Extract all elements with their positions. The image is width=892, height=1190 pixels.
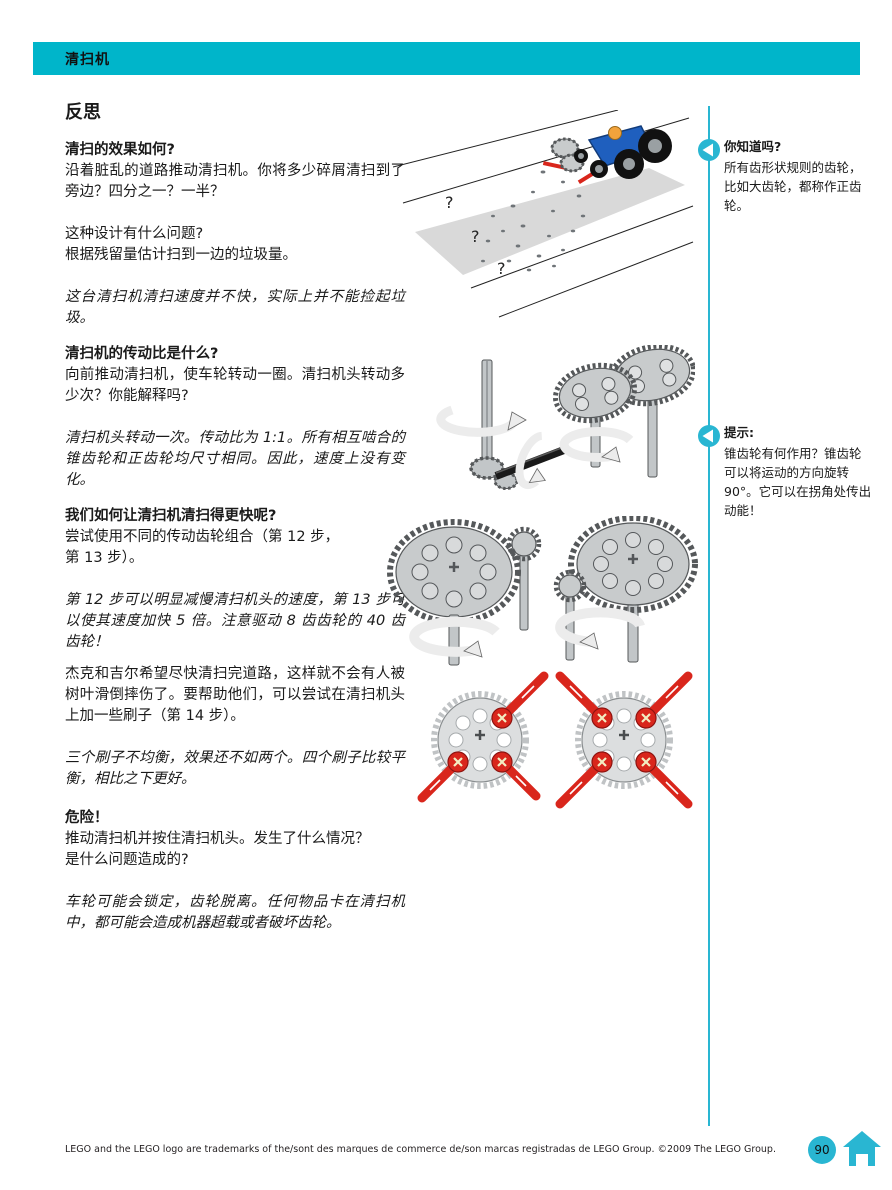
section-question: 杰克和吉尔希望尽快清扫完道路，这样就不会有人被树叶滑倒摔伤了。要帮助他们，可以尝… <box>65 666 405 724</box>
sweeper-vehicle <box>542 125 672 185</box>
home-icon[interactable] <box>842 1130 882 1168</box>
debris-dots <box>481 170 586 272</box>
legal-text: LEGO and the LEGO logo are trademarks of… <box>65 1144 776 1155</box>
question-mark: ? <box>497 259 506 278</box>
figure-four-brush-head <box>555 671 693 809</box>
section-question: 向前推动清扫机，使车轮转动一圈。清扫机头转动多少次？你能解释吗? <box>65 367 405 404</box>
figure-bevel-gears <box>436 359 566 490</box>
chapter-header-bar: 清扫机 <box>33 42 860 75</box>
sidebar-divider-line <box>708 106 710 1126</box>
callout-body: 锥齿轮有何作用？锥齿轮可以将运动的方向旋转 90°。它可以在拐角处传出动能！ <box>724 446 872 518</box>
callout-title: 你知道吗? <box>724 139 782 154</box>
callout-arrow-icon <box>698 139 720 161</box>
figure-spur-gears <box>552 345 695 478</box>
section-danger: 危险！ 推动清扫机并按住清扫机头。发生了什么情况？ 是什么问题造成的? 车轮可能… <box>65 808 405 934</box>
hint-callout: 提示: 锥齿轮有何作用？锥齿轮可以将运动的方向旋转 90°。它可以在拐角处传出动… <box>724 423 872 520</box>
did-you-know-callout: 你知道吗? 所有齿形状规则的齿轮，比如大齿轮，都称作正齿轮。 <box>724 137 872 215</box>
figure-three-brush-head <box>417 671 549 803</box>
page-number: 90 <box>814 1143 830 1157</box>
section-question: 推动清扫机并按住清扫机头。发生了什么情况？ 是什么问题造成的? <box>65 831 370 868</box>
section-answer: 车轮可能会锁定，齿轮脱离。任何物品卡在清扫机中，都可能会造成机器超载或者破坏齿轮… <box>65 894 405 931</box>
callout-body: 所有齿形状规则的齿轮，比如大齿轮，都称作正齿轮。 <box>724 160 862 213</box>
page-title: 反思 <box>65 102 101 123</box>
question-mark: ? <box>471 227 480 246</box>
section-answer: 清扫机头转动一次。传动比为 1:1。所有相互啮合的锥齿轮和正齿轮均尺寸相同。因此… <box>65 430 405 488</box>
section-brushes: 杰克和吉尔希望尽快清扫完道路，这样就不会有人被树叶滑倒摔伤了。要帮助他们，可以尝… <box>65 664 405 790</box>
section-sweep-faster: 我们如何让清扫机清扫得更快呢? 尝试使用不同的传动齿轮组合（第 12 步， 第 … <box>65 506 405 653</box>
chapter-title: 清扫机 <box>65 51 110 68</box>
section-heading: 我们如何让清扫机清扫得更快呢? <box>65 508 277 524</box>
callout-arrow-icon <box>698 425 720 447</box>
callout-title: 提示: <box>724 425 754 440</box>
section-heading: 危险！ <box>65 810 109 826</box>
section-answer: 三个刷子不均衡，效果还不如两个。四个刷子比较平衡，相比之下更好。 <box>65 750 405 787</box>
section-question: 沿着脏乱的道路推动清扫机。你将多少碎屑清扫到了旁边？四分之一？一半？ <box>65 163 405 200</box>
section-sweeping-results: 清扫的效果如何? 沿着脏乱的道路推动清扫机。你将多少碎屑清扫到了旁边？四分之一？… <box>65 140 405 329</box>
question-mark: ? <box>445 193 454 212</box>
section-heading: 清扫机的传动比是什么? <box>65 346 219 362</box>
figure-40t-8t-gear-left <box>387 519 542 666</box>
section-heading: 清扫的效果如何? <box>65 142 175 158</box>
page-number-badge: 90 <box>808 1136 836 1164</box>
section-question: 尝试使用不同的传动齿轮组合（第 12 步， 第 13 步）。 <box>65 529 340 566</box>
section-answer: 第 12 步可以明显减慢清扫机头的速度，第 13 步可以使其速度加快 5 倍。注… <box>65 592 405 650</box>
figure-road-scene: ? ? ? <box>393 110 694 318</box>
section-answer: 这台清扫机清扫速度并不快，实际上并不能捡起垃圾。 <box>65 289 405 326</box>
section-question: 这种设计有什么问题? 根据残留量估计扫到一边的垃圾量。 <box>65 226 297 263</box>
section-gear-ratio: 清扫机的传动比是什么? 向前推动清扫机，使车轮转动一圈。清扫机头转动多少次？你能… <box>65 344 405 491</box>
figure-40t-8t-gear-right <box>553 516 698 663</box>
